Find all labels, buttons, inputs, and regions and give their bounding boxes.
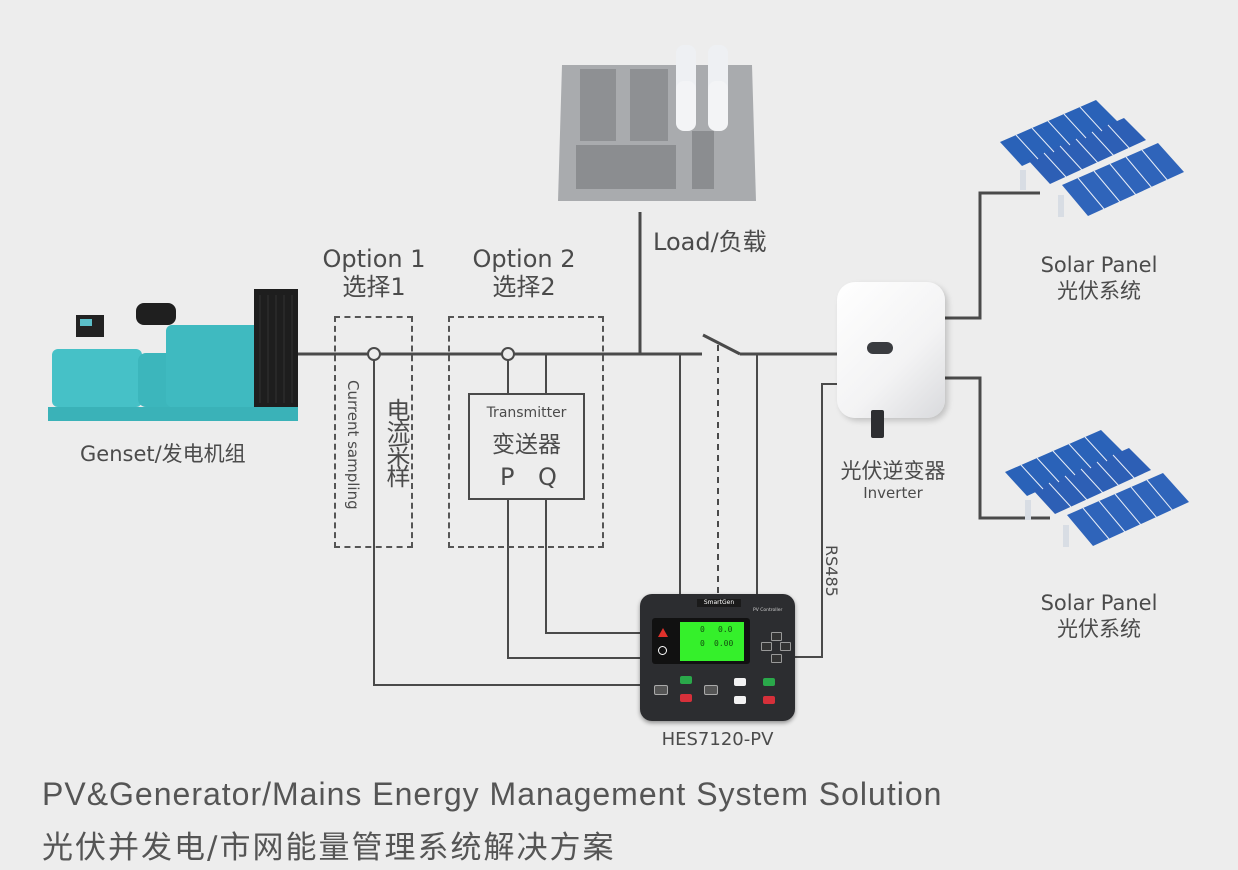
current-sampling-wire [373,354,640,686]
controller-lcd: 0 0.0 0 0.00 [680,622,744,661]
rs485-label: RS485 [822,545,841,597]
solar-bottom-label-zh: 光伏系统 [1057,617,1141,641]
option2-title-zh: 选择2 [492,273,556,301]
inverter-connector [871,410,884,438]
solar-bottom-wire [943,376,1050,520]
controller-model-label: HES7120-PV [661,729,774,750]
inverter-label-en: Inverter [863,484,923,502]
genset-label: Genset/发电机组 [80,442,246,466]
transmitter-q: Q [538,463,557,491]
solar-top-label: Solar Panel 光伏系统 [1025,252,1173,304]
lcd-row1-b: 0.0 [718,625,733,634]
genset-image [48,289,298,421]
transmitter-p-wire [507,498,640,659]
lcd-row2-b: 0.00 [714,639,734,648]
manual-button[interactable] [734,696,746,704]
stop-button[interactable] [763,696,775,704]
lcd-row1-a: 0 [700,625,705,634]
nav-left-button[interactable] [761,642,772,651]
footer-title-en: PV&Generator/Mains Energy Management Sys… [42,776,943,812]
sampling-node [367,347,381,361]
transmitter-en: Transmitter [486,405,567,421]
option1-title-en: Option 1 [322,245,426,273]
option1-title-zh: 选择1 [342,273,406,301]
solar-bottom-label: Solar Panel 光伏系统 [1025,590,1173,642]
nav-down-button[interactable] [771,654,782,663]
solar-bottom-label-en: Solar Panel [1040,591,1158,615]
option2-title-en: Option 2 [472,245,576,273]
solar-top-wire [943,191,1040,320]
auto-button[interactable] [734,678,746,686]
bus-switch [702,333,741,356]
close-button[interactable] [680,676,692,684]
controller-brand: SmartGen [697,599,741,607]
solar-top-label-en: Solar Panel [1040,253,1158,277]
solar-panel-bottom-image [1005,430,1189,547]
inverter-display [867,342,893,354]
option2-box [448,316,604,548]
lcd-row2-a: 0 [700,639,705,648]
nav-right-button[interactable] [780,642,791,651]
alarm-icon [658,628,668,637]
inverter-image [837,282,945,418]
controller-image: SmartGen PV Controller 0 0.0 0 0.00 [640,594,795,721]
load-image [558,45,756,201]
nav-up-button[interactable] [771,632,782,641]
option1-title: Option 1 选择1 [318,245,430,301]
controller-subtitle: PV Controller [753,608,783,613]
transmitter-node [501,347,515,361]
current-sampling-en: Current sampling [344,380,362,510]
load-label: Load/负载 [653,228,767,256]
option2-title: Option 2 选择2 [468,245,580,301]
transmitter-p: P [500,463,515,491]
start-button[interactable] [763,678,775,686]
open-button[interactable] [680,694,692,702]
option1-box [334,316,413,548]
transmitter-zh: 变送器 [492,432,561,458]
rs485-wire [795,383,838,658]
solar-panel-top-image [1000,100,1184,217]
solar-top-label-zh: 光伏系统 [1057,279,1141,303]
pv-button[interactable] [704,685,718,695]
inverter-label-zh: 光伏逆变器 [840,459,946,483]
footer-title-zh: 光伏并发电/市网能量管理系统解决方案 [42,830,616,866]
status-icon [658,646,667,655]
transmitter-box: Transmitter 变送器 P Q [468,393,585,500]
bus-button[interactable] [654,685,668,695]
transmitter-q-wire [545,498,640,634]
current-sampling-zh: 电流采样 [382,398,410,486]
